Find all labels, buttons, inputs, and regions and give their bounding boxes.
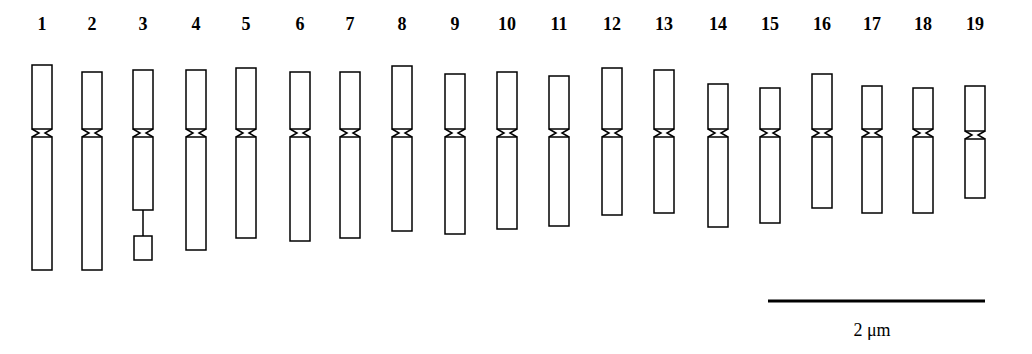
chromosome-number: 19 (966, 15, 984, 33)
chromosome (812, 74, 832, 208)
chromosome (186, 70, 206, 250)
chromosome (392, 66, 412, 231)
chromosome (708, 84, 728, 227)
chromosome-number: 10 (498, 15, 516, 33)
chromosome (32, 65, 52, 270)
chromosome (654, 70, 674, 213)
chromosome (862, 86, 882, 213)
chromosome-number: 11 (550, 15, 567, 33)
chromosome (602, 68, 622, 215)
chromosome-number: 14 (709, 15, 727, 33)
chromosome-number: 2 (88, 15, 97, 33)
chromosome (340, 72, 360, 238)
chromosome-number: 17 (863, 15, 881, 33)
chromosome (290, 72, 310, 241)
chromosome-number: 5 (242, 15, 251, 33)
chromosome (549, 76, 569, 226)
chromosome (497, 72, 517, 229)
chromosome-number: 13 (655, 15, 673, 33)
chromosome-number: 8 (398, 15, 407, 33)
chromosome (236, 68, 256, 238)
chromosome-number: 1 (38, 15, 47, 33)
chromosome-number: 18 (914, 15, 932, 33)
chromosome (760, 88, 780, 223)
chromosome (133, 70, 153, 260)
chromosome (445, 74, 465, 234)
chromosome (913, 88, 933, 213)
chromosome (82, 72, 102, 270)
chromosome-number: 9 (451, 15, 460, 33)
chromosome-number: 3 (139, 15, 148, 33)
chromosome-number: 7 (346, 15, 355, 33)
chromosome-number: 16 (813, 15, 831, 33)
scale-bar (768, 300, 985, 303)
chromosome-number: 6 (296, 15, 305, 33)
chromosome-number: 12 (603, 15, 621, 33)
chromosome-number: 15 (761, 15, 779, 33)
chromosome-number: 4 (192, 15, 201, 33)
scale-label: 2 μm (853, 321, 890, 339)
chromosome (965, 86, 985, 198)
